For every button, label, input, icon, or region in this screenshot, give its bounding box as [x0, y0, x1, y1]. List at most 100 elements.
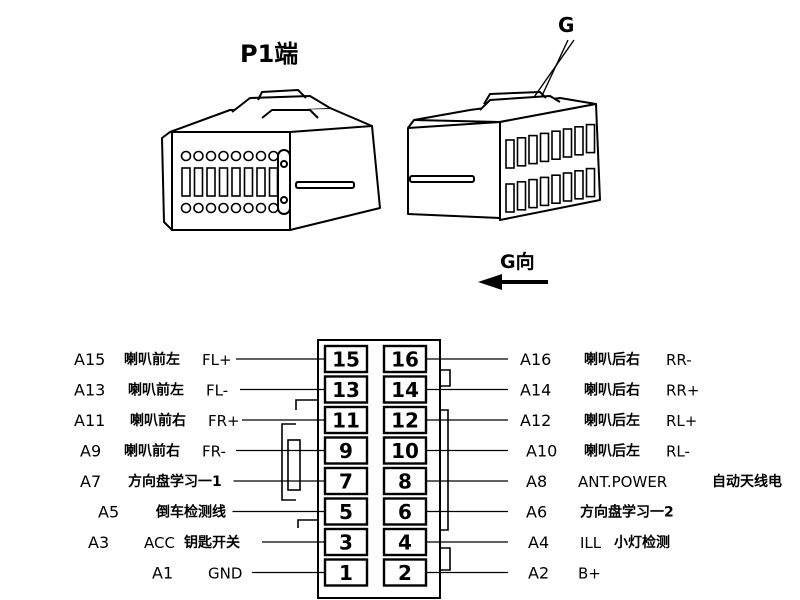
pin-code: A7 — [80, 472, 101, 491]
contact-hole-icon — [205, 150, 217, 162]
pin-code: A5 — [98, 503, 119, 522]
left-pin-label: A9 喇叭前右 FR- — [80, 442, 226, 461]
right-pin-label: A2 B+ — [528, 564, 601, 583]
pin-function-cn: 喇叭后左 — [584, 443, 640, 460]
pin-signal: ANT.POWER — [578, 473, 667, 491]
pin-box-outline — [382, 375, 428, 404]
pin-signal: FL+ — [202, 351, 232, 369]
right-pin-label: A12 喇叭后左 RL+ — [520, 411, 697, 430]
pin-box: 13 — [323, 375, 369, 404]
pin-box: 2 — [382, 558, 428, 587]
direction-arrow — [478, 274, 548, 290]
pin-code: A9 — [80, 442, 101, 461]
pin-number: 11 — [332, 409, 360, 433]
contact-slot-icon — [243, 167, 254, 197]
contact-cavity-icon — [562, 172, 573, 202]
pin-function-cn: 喇叭后左 — [584, 412, 640, 429]
left-pin-label: A1 GND — [152, 564, 242, 583]
pin-box-outline — [382, 527, 428, 557]
pin-number: 5 — [339, 500, 353, 524]
pin-box-outline — [323, 375, 369, 404]
right-pin-label: A8 ANT.POWER 自动天线电 — [526, 472, 782, 491]
pin-signal: RR- — [666, 351, 692, 369]
contact-cavity-icon — [516, 181, 527, 211]
contact-cavity-icon — [585, 123, 596, 154]
pin-code: A6 — [526, 503, 547, 522]
pin-box: 12 — [382, 405, 428, 435]
pin-box-outline — [323, 558, 369, 587]
pin-number: 7 — [339, 470, 353, 494]
pin-box: 16 — [382, 344, 428, 374]
pin-box: 4 — [382, 527, 428, 557]
pin-box-outline — [323, 497, 369, 526]
pin-function-cn: 喇叭前右 — [130, 412, 186, 429]
pin-box-outline — [382, 466, 428, 496]
pin-code: A16 — [520, 350, 551, 369]
contact-hole-icon — [218, 202, 229, 214]
pin-function-cn: 喇叭前左 — [128, 382, 184, 399]
pin-code: A3 — [88, 533, 109, 552]
pin-signal: ILL — [580, 534, 602, 552]
pin-box: 15 — [323, 344, 369, 374]
contact-slot-icon — [231, 167, 241, 197]
pin-signal: RR+ — [666, 382, 699, 400]
contact-cavity-icon — [539, 176, 550, 207]
leader-lines — [232, 358, 508, 574]
pin-function-cn: 方向盘学习一1 — [128, 473, 222, 490]
pin-function-cn: 小灯检测 — [614, 534, 670, 551]
contact-hole-icon — [268, 202, 279, 214]
pin-function-cn: 方向盘学习一2 — [580, 504, 674, 521]
pin-box: 5 — [323, 497, 369, 526]
pin-function-cn: 喇叭前右 — [124, 443, 180, 460]
connector-g-contacts — [505, 123, 596, 213]
pin-function-cn: 喇叭后右 — [584, 351, 640, 368]
pin-box: 3 — [323, 527, 369, 557]
pin-code: A2 — [528, 564, 549, 583]
pin-signal: B+ — [578, 565, 601, 583]
pin-signal: GND — [208, 565, 242, 583]
pin-number: 13 — [332, 378, 360, 402]
contact-slot-icon — [206, 167, 216, 197]
contact-hole-icon — [180, 202, 192, 214]
pin-box-outline — [323, 405, 369, 435]
pin-box: 1 — [323, 558, 369, 587]
pin-box-outline — [323, 466, 369, 496]
pin-code: A8 — [526, 472, 547, 491]
contact-slot-icon — [181, 167, 191, 197]
connector-p1-contacts — [180, 150, 279, 214]
pin-number: 4 — [398, 531, 412, 555]
pin-box-outline — [382, 344, 428, 374]
pin-box: 10 — [382, 436, 428, 465]
pin-number: 1 — [339, 561, 353, 585]
pin-code: A4 — [528, 533, 549, 552]
contact-slot-icon — [193, 167, 204, 197]
contact-hole-icon — [193, 150, 204, 162]
contact-cavity-icon — [574, 170, 584, 200]
pin-code: A12 — [520, 411, 551, 430]
pin-signal: RL+ — [666, 412, 697, 430]
pin-number: 9 — [339, 439, 353, 463]
pin-number: 12 — [391, 409, 419, 433]
contact-cavity-icon — [539, 132, 550, 163]
contact-hole-icon — [180, 150, 192, 162]
contact-cavity-icon — [562, 128, 573, 158]
contact-cavity-icon — [505, 139, 515, 169]
pin-signal: FR- — [202, 443, 226, 461]
pin-code: A11 — [74, 411, 105, 430]
contact-cavity-icon — [551, 174, 561, 204]
pin-function-extra: 自动天线电 — [712, 473, 782, 490]
pin-code: A1 — [152, 564, 173, 583]
right-pin-label: A6 方向盘学习一2 — [526, 503, 674, 522]
contact-cavity-icon — [551, 130, 561, 160]
contact-cavity-icon — [585, 167, 596, 198]
pin-function-cn: 钥匙开关 — [184, 534, 240, 551]
contact-cavity-icon — [516, 137, 527, 167]
contact-hole-icon — [230, 202, 242, 214]
pin-function-cn: 喇叭前左 — [124, 351, 180, 368]
